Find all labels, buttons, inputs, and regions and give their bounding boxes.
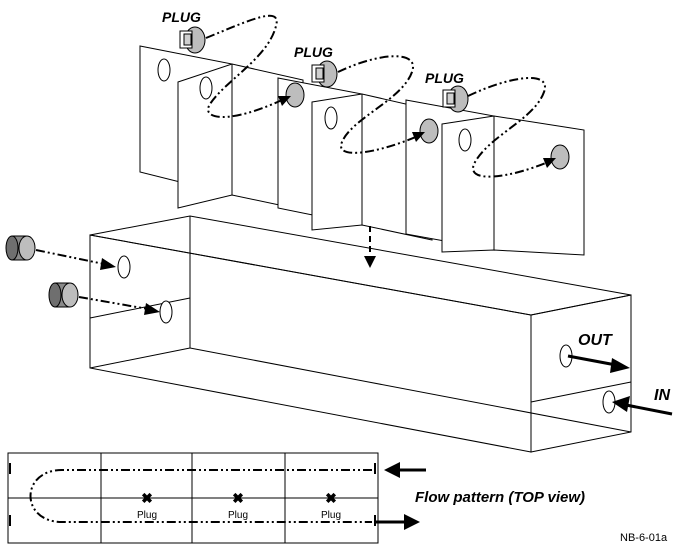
plug-icon bbox=[6, 236, 35, 260]
arrowhead bbox=[100, 258, 116, 270]
box-mid-line bbox=[531, 382, 631, 402]
plug-marker-label: Plug bbox=[137, 510, 157, 521]
side-plug-paths bbox=[36, 250, 148, 309]
plug-label-3: PLUG bbox=[425, 70, 464, 86]
flow-pattern-caption: Flow pattern (TOP view) bbox=[415, 489, 585, 506]
plug-label-2: PLUG bbox=[294, 44, 333, 60]
flow-path bbox=[31, 470, 373, 522]
box-front bbox=[90, 235, 531, 452]
cell-box bbox=[90, 216, 631, 452]
hole bbox=[160, 301, 172, 323]
plug-marker-icon: ✖ bbox=[232, 490, 244, 506]
top-view: ✖ ✖ ✖ Plug Plug Plug bbox=[8, 453, 426, 543]
plug-path-arrowheads bbox=[278, 96, 556, 168]
out-label: OUT bbox=[578, 332, 613, 349]
insert-down-arrow bbox=[364, 226, 376, 268]
top-view-out-arrow bbox=[376, 514, 420, 530]
plug-path-3 bbox=[468, 78, 548, 177]
arrowhead bbox=[412, 132, 425, 142]
arrowhead bbox=[543, 158, 556, 168]
box-holes bbox=[118, 256, 615, 413]
box-right bbox=[531, 295, 631, 452]
in-arrow bbox=[612, 396, 672, 414]
side-plug-arrowheads bbox=[100, 258, 160, 315]
hole bbox=[158, 59, 170, 81]
plug-label-1: PLUG bbox=[162, 9, 201, 25]
box-hidden-edge bbox=[90, 348, 190, 368]
hole bbox=[459, 129, 471, 151]
out-arrow bbox=[568, 356, 630, 373]
side-plugs bbox=[6, 236, 78, 307]
plug-icon bbox=[49, 283, 78, 307]
plug-marker-icon: ✖ bbox=[141, 490, 153, 506]
plug-insertion-paths bbox=[206, 16, 548, 177]
top-view-plugs: ✖ ✖ ✖ Plug Plug Plug bbox=[137, 490, 341, 521]
hole bbox=[200, 77, 212, 99]
baffle-plug-discs bbox=[286, 83, 569, 169]
baffle-holes bbox=[158, 59, 471, 151]
loose-plugs bbox=[180, 27, 468, 112]
plug-icon bbox=[312, 61, 337, 87]
in-label: IN bbox=[654, 387, 670, 404]
plug-icon bbox=[180, 27, 205, 53]
plug-path-1 bbox=[206, 16, 282, 117]
arrowhead bbox=[144, 303, 160, 315]
figure-code: NB-6-01a bbox=[620, 532, 668, 544]
plug-marker-label: Plug bbox=[228, 510, 248, 521]
plug-disc bbox=[420, 119, 438, 143]
plug-icon bbox=[443, 86, 468, 112]
plug-path-2 bbox=[338, 56, 418, 153]
hole bbox=[325, 107, 337, 129]
plug-disc bbox=[286, 83, 304, 107]
plug-marker-icon: ✖ bbox=[325, 490, 337, 506]
top-view-in-arrow bbox=[384, 462, 426, 478]
arrowhead bbox=[278, 96, 291, 106]
box-hidden-edge bbox=[190, 348, 631, 432]
plug-disc bbox=[551, 145, 569, 169]
hole bbox=[118, 256, 130, 278]
plug-marker-label: Plug bbox=[321, 510, 341, 521]
